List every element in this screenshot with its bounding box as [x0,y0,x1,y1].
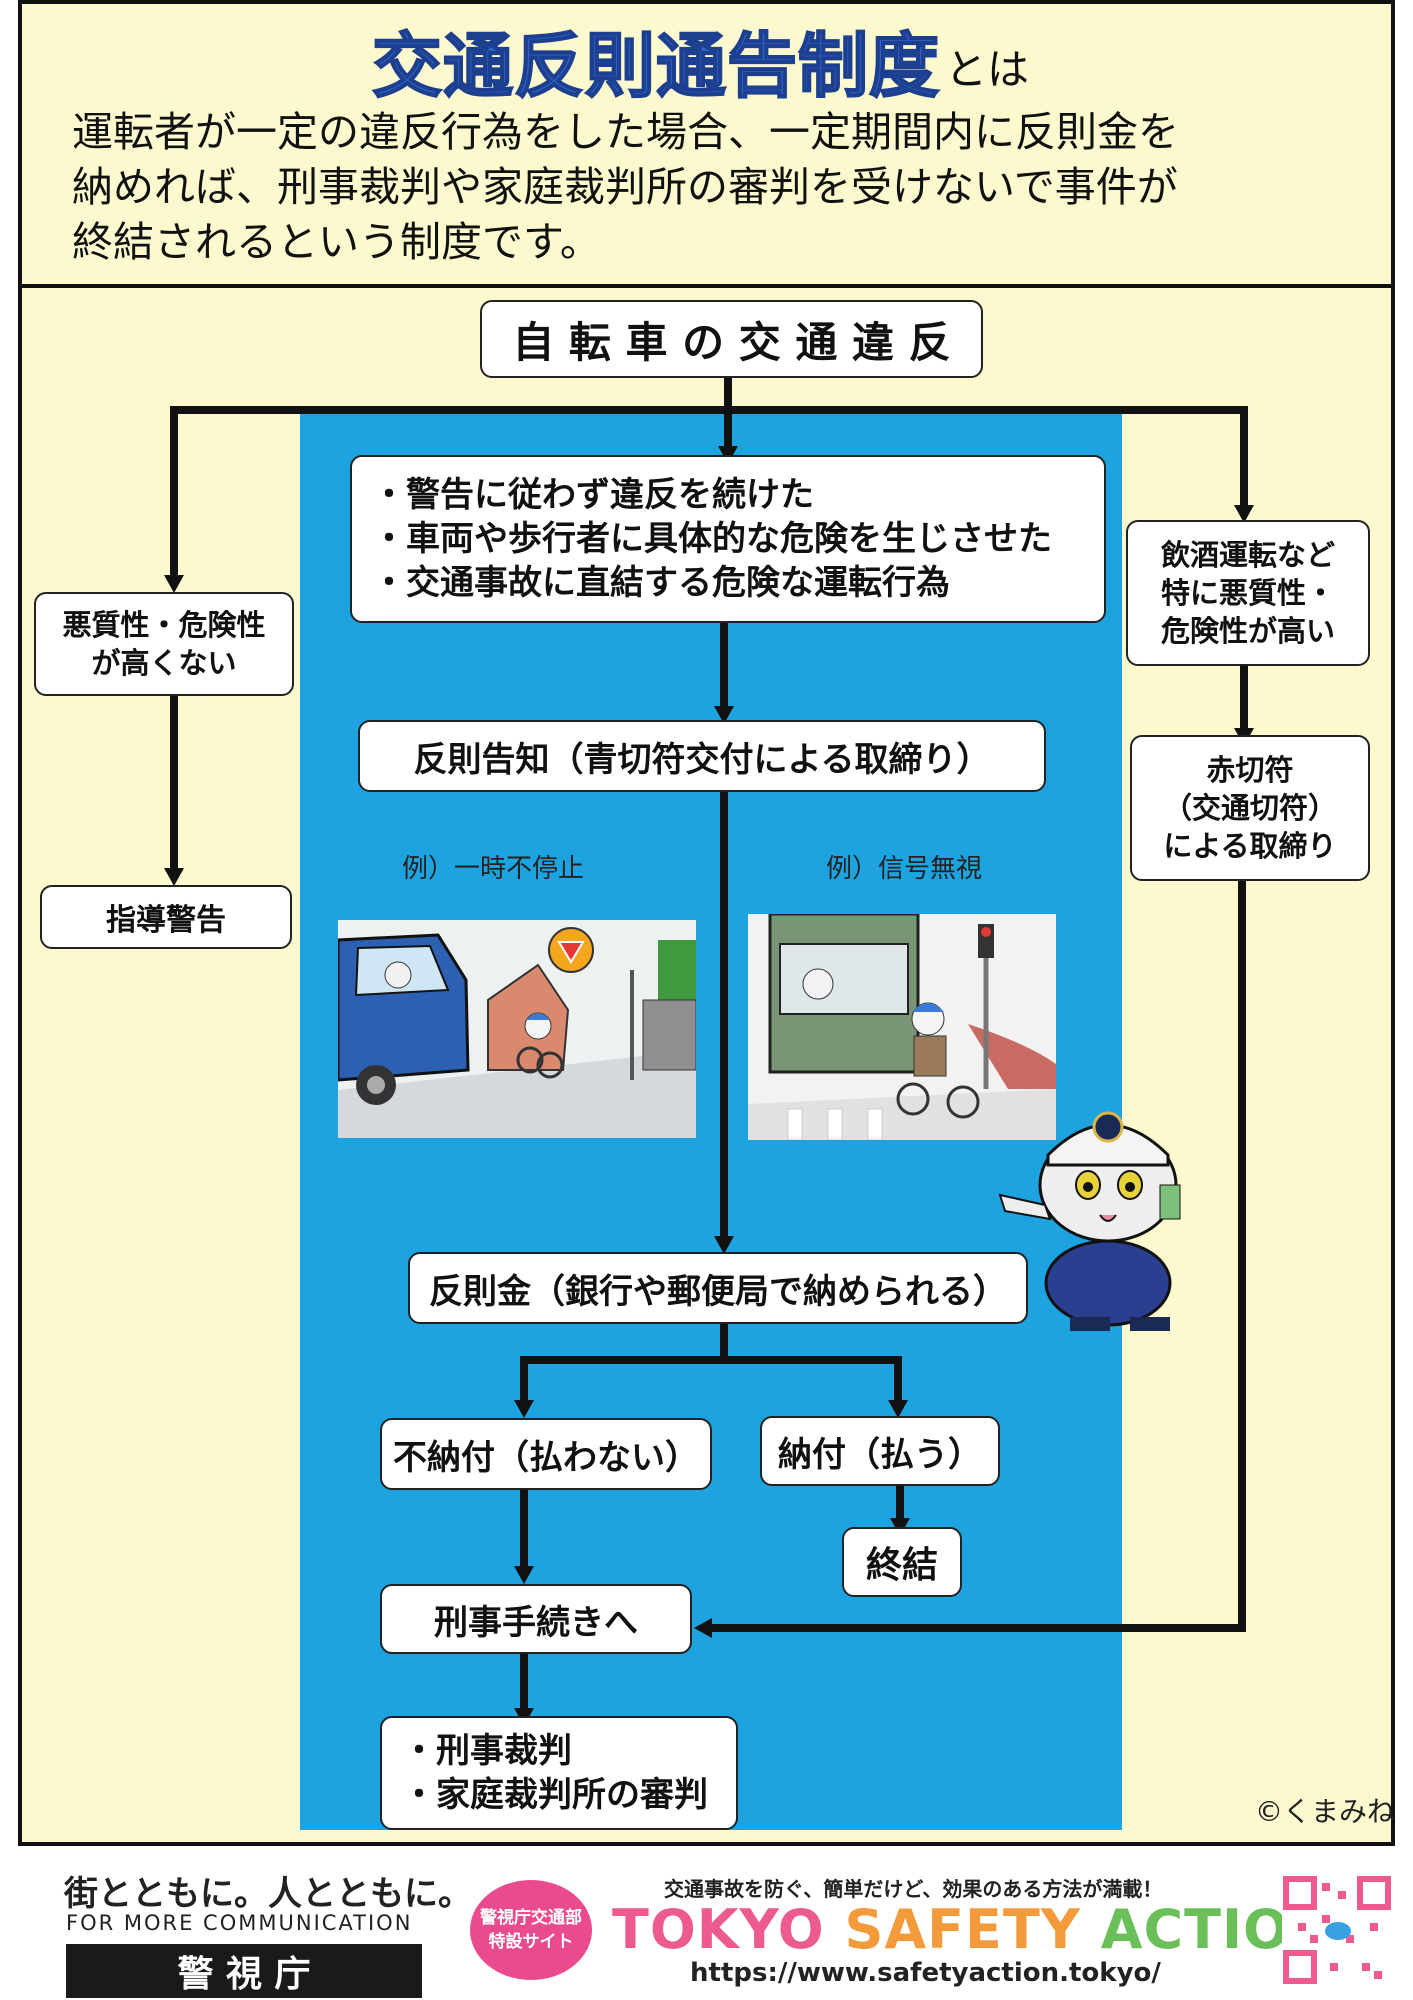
arrow-down [514,1400,534,1418]
warning-box: 指導警告 [40,885,292,949]
arrow-down [164,868,184,886]
page-title-suffix: とは [945,45,1030,94]
connector [520,1356,902,1364]
arrow-down [888,1400,908,1418]
police-cat-mascot [990,1085,1220,1335]
example2-caption: 例）信号無視 [826,854,983,884]
connector [894,1356,902,1408]
agency-logo: 警 視 庁 [66,1944,422,1998]
copyright: ©くまみね [1255,1795,1396,1828]
connector [710,1624,1246,1632]
connector [520,1652,528,1714]
tagline: 交通事故を防ぐ、簡単だけど、効果のある方法が満載！ [664,1877,1163,1901]
badge-label: 警視庁交通部 特設サイト [480,1908,582,1952]
paid-box: 納付（払う） [760,1416,1000,1486]
arrow-down [714,1236,734,1254]
connector [170,406,178,581]
connector [720,620,728,716]
arrow-down [714,706,734,724]
connector [724,378,732,418]
connector [896,1484,904,1524]
notice-box: 反則告知（青切符交付による取締り） [358,720,1046,792]
brand-safety: SAFETY [844,1898,1081,1961]
example1-caption: 例）一時不停止 [402,854,585,884]
slogan-en: FOR MORE COMMUNICATION [66,1911,413,1935]
arrow-left [694,1618,712,1638]
page-title: 交通反則通告制度 [371,24,940,108]
slogan: 街とともに。人とともに。 [64,1874,472,1914]
stop-violation-illustration [338,920,696,1138]
fine-box: 反則金（銀行や郵便局で納められる） [408,1252,1028,1324]
intro-text: 運転者が一定の違反行為をした場合、一定期間内に反則金を 納めれば、刑事裁判や家庭… [72,108,1179,266]
connector [720,790,728,1240]
connector [720,1324,728,1362]
connector [170,406,1248,414]
bicycle-violation-box: 自 転 車 の 交 通 違 反 [480,300,983,378]
arrow-down [1234,505,1254,523]
connector [520,1356,528,1408]
brand-logo[interactable]: TOKYO SAFETY ACTION [612,1898,1336,1961]
connector [724,406,732,454]
low-danger-box: 悪質性・危険性 が高くない [34,592,294,696]
connector [520,1488,528,1570]
criminal-procedure-box: 刑事手続きへ [380,1584,692,1654]
high-danger-box: 飲酒運転など 特に悪質性・ 危険性が高い [1126,520,1370,666]
agency-name: 警 視 庁 [177,1954,311,1995]
not-paid-box: 不納付（払わない） [380,1418,712,1490]
conditions-box: ・警告に従わず違反を続けた ・車両や歩行者に具体的な危険を生じさせた ・交通事故… [350,455,1106,623]
arrow-down [514,1566,534,1584]
brand-tokyo: TOKYO [612,1898,825,1961]
red-ticket-box: 赤切符 （交通切符） による取締り [1130,735,1370,881]
outcomes-box: ・刑事裁判 ・家庭裁判所の審判 [380,1716,738,1830]
qr-code[interactable] [1282,1875,1392,1985]
signal-violation-illustration [748,914,1056,1140]
connector [1240,662,1248,734]
connector [170,692,178,870]
connector [1238,880,1246,1632]
end-box: 終結 [842,1527,962,1597]
arrow-down [164,575,184,593]
special-site-badge[interactable]: 警視庁交通部 特設サイト [470,1880,592,1980]
header-panel [18,0,1395,288]
site-url[interactable]: https://www.safetyaction.tokyo/ [690,1958,1161,1988]
connector [1240,406,1248,510]
